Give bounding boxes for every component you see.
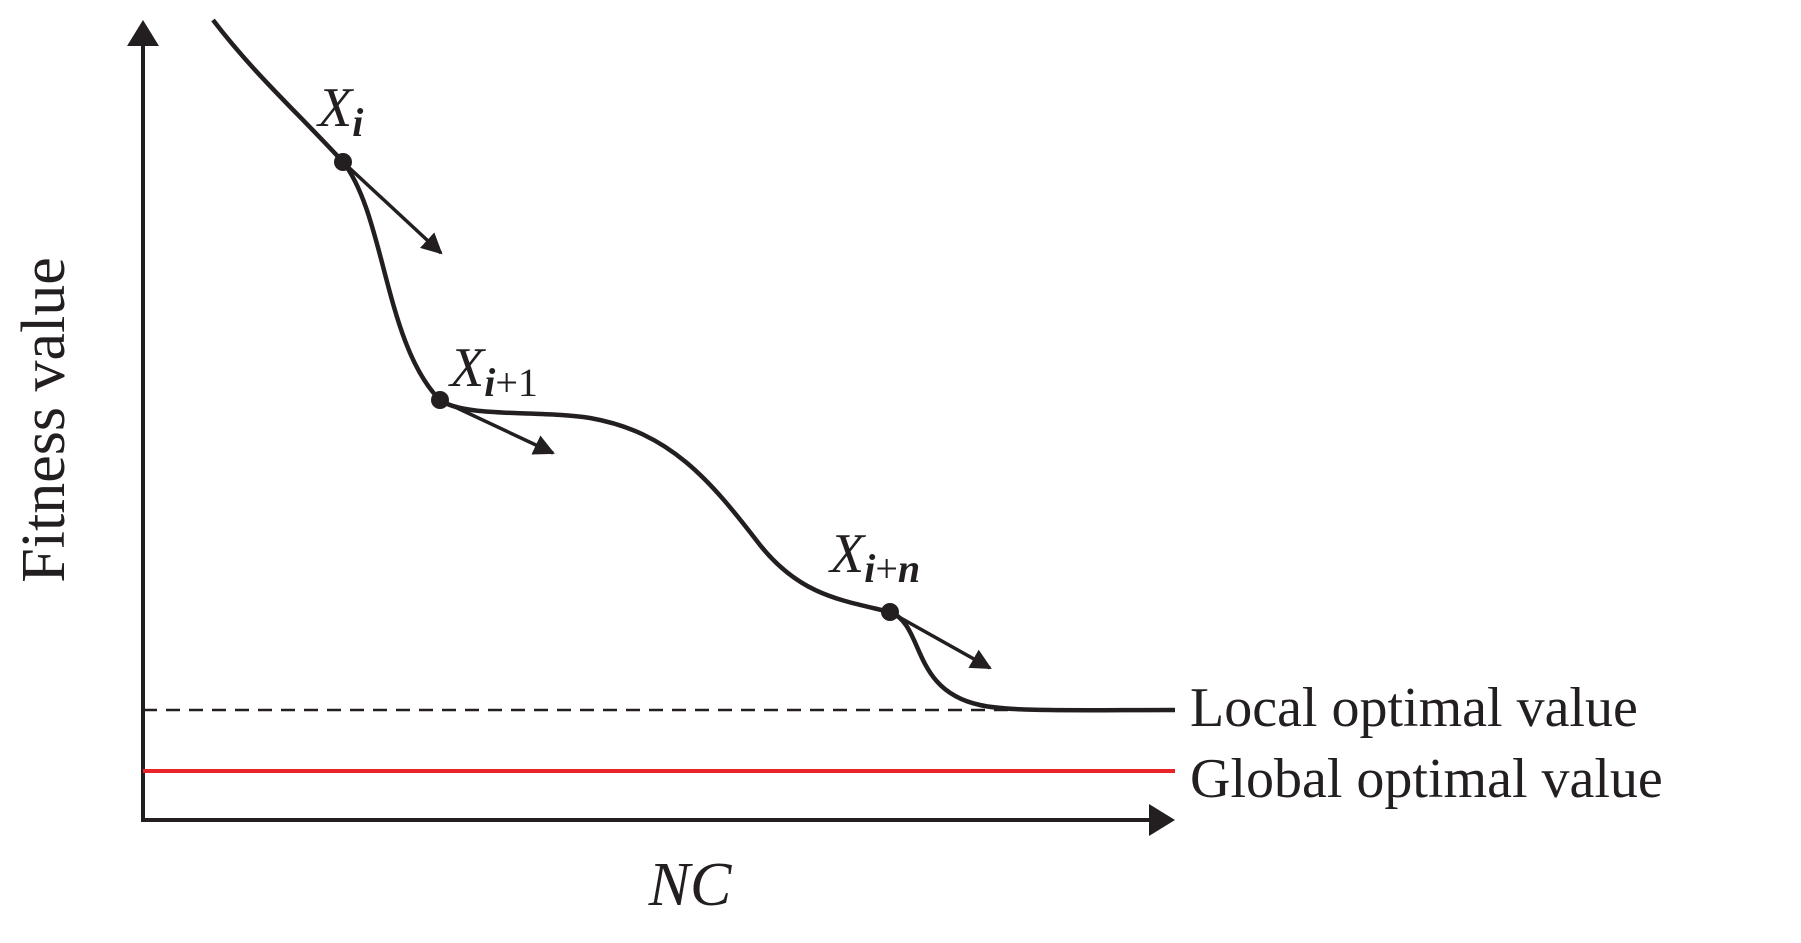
point-xi1 [431,391,555,455]
global-optimal-label: Global optimal value [1190,748,1663,810]
point-xi-label: Xi [316,77,363,145]
x-axis-label: NC [648,851,732,919]
local-optimal-label: Local optimal value [1190,677,1638,739]
point-xi-tangent-arrow [341,160,443,255]
y-axis-arrowhead [127,20,159,46]
point-xi1-tangent-arrow [439,398,555,455]
point-xin-label: Xi+n [828,523,920,591]
x-axis-arrowhead [1149,804,1175,836]
point-xin-tangent-arrow [889,610,992,670]
point-xi [334,153,443,255]
fitness-curve [211,18,1176,713]
point-xi1-label: Xi+1 [448,337,538,405]
y-axis-label: Fitness value [10,257,78,582]
axes [127,20,1175,836]
point-xin [881,603,992,670]
